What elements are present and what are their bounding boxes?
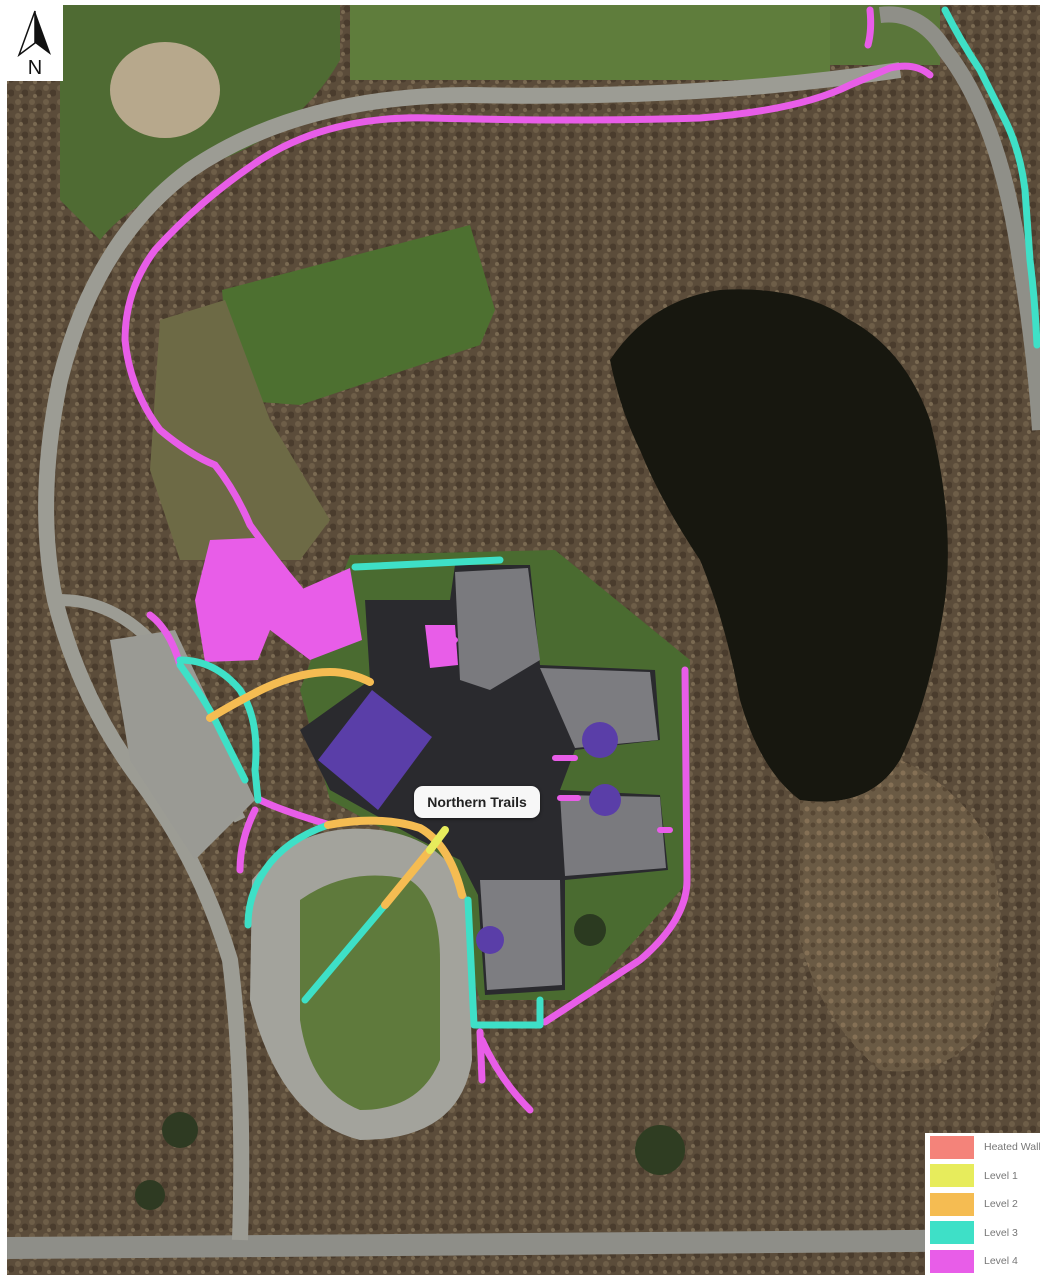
loop-road: [879, 6, 1040, 431]
playground-area: [150, 300, 330, 560]
level-4-route: [427, 637, 673, 833]
pond: [610, 289, 948, 802]
level-4-route: [121, 62, 934, 594]
level-3-route: [301, 901, 389, 1004]
level-3-route: [244, 821, 332, 929]
legend-item-level-2: Level 2: [925, 1190, 1040, 1219]
legend-label: Level 3: [984, 1226, 1018, 1239]
gym-roof: [318, 690, 432, 810]
satellite-basemap: [7, 5, 1040, 1275]
legend-label: Level 4: [984, 1255, 1018, 1268]
place-label[interactable]: Northern Trails: [414, 786, 540, 818]
wing-roof-south: [480, 880, 562, 990]
legend-label: Heated Walks: [984, 1141, 1040, 1154]
north-arrow-icon: [17, 10, 51, 57]
level-4-route: [236, 796, 334, 874]
practice-field: [222, 225, 495, 405]
legend-label: Level 1: [984, 1169, 1018, 1182]
level-2-route: [206, 668, 374, 722]
level-4-route: [541, 666, 691, 1026]
tree-cluster: [162, 1112, 198, 1148]
level-4-route: [476, 1028, 534, 1114]
legend-swatch: [930, 1192, 974, 1216]
level-4-plaza: [195, 538, 362, 662]
skylight: [589, 784, 621, 816]
legend-item-level-1: Level 1: [925, 1162, 1040, 1191]
level-4-plaza: [425, 625, 458, 668]
north-arrow: N: [7, 5, 63, 81]
level-2-route: [324, 816, 466, 899]
tree-cluster: [574, 914, 606, 946]
legend: Heated Walks Level 1 Level 2 Level 3 Lev…: [925, 1133, 1040, 1277]
tree-cluster: [635, 1125, 685, 1175]
level-3-route: [941, 6, 1040, 349]
legend-swatch: [930, 1221, 974, 1245]
level-4-route: [864, 6, 875, 49]
skylight: [582, 722, 618, 758]
parking-island: [300, 875, 440, 1110]
level-3-route: [351, 556, 504, 571]
legend-item-level-3: Level 3: [925, 1219, 1040, 1248]
legend-swatch: [930, 1135, 974, 1159]
wing-roof-east: [540, 668, 658, 748]
wing-roof-north: [455, 568, 540, 690]
campus-road: [38, 62, 902, 1241]
north-field: [350, 5, 830, 80]
wing-roof-southeast: [560, 795, 666, 876]
legend-swatch: [930, 1164, 974, 1188]
level-1-route: [426, 826, 449, 854]
north-label: N: [27, 57, 43, 79]
ballfield-infield: [110, 42, 220, 138]
marsh: [800, 760, 1000, 1072]
map-view[interactable]: [7, 5, 1040, 1275]
west-parking-lot: [110, 630, 255, 860]
legend-label: Level 2: [984, 1198, 1018, 1211]
level-3-route: [464, 896, 544, 1029]
main-road: [7, 1229, 1040, 1259]
skylight: [476, 926, 504, 954]
legend-item-heated-walks: Heated Walks: [925, 1133, 1040, 1162]
level-2-route: [381, 846, 434, 909]
tree-cluster: [135, 1180, 165, 1210]
legend-item-level-4: Level 4: [925, 1247, 1040, 1276]
level-3-route: [176, 656, 262, 804]
legend-swatch: [930, 1249, 974, 1273]
